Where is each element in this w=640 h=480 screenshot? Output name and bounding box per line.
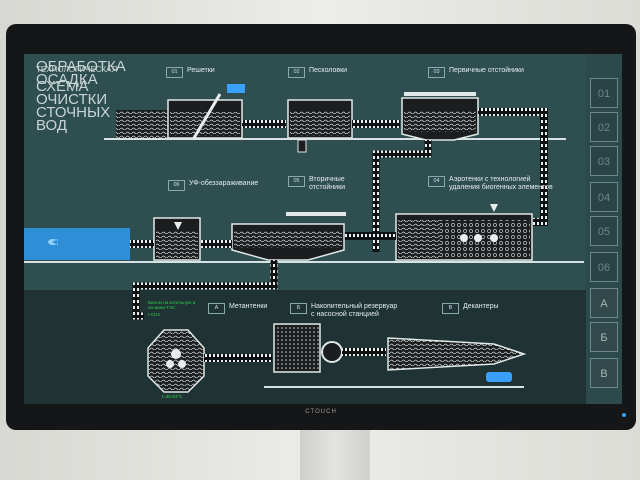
pipe-b-c (342, 348, 386, 356)
pipe-to-digester (132, 260, 278, 320)
pipe-04-05 (344, 232, 396, 240)
stage-05-number: 05 (288, 176, 305, 187)
pipe-05-06 (200, 240, 232, 248)
ground-line-2 (24, 261, 584, 263)
secondary-clarifier-water (234, 230, 342, 248)
biogas-note: Биогаз на котельную и на мини-ТЭС (148, 300, 196, 310)
stage-b-text: Накопительный резервуар с насосной станц… (311, 303, 398, 318)
stage-02-number: 02 (288, 67, 305, 78)
digester-mixer-icon (166, 349, 186, 368)
stage-02-text: Песколовки (309, 67, 348, 74)
primary-clarifier-water (404, 110, 476, 132)
screen-rake (192, 93, 222, 139)
nav-button-02[interactable]: 02 (590, 112, 618, 142)
pipe-02-03 (352, 120, 400, 128)
sludge-truck-icon (486, 372, 512, 382)
stage-01-label: 01 Решетки (166, 67, 215, 78)
primary-clarifier-bridge (404, 92, 476, 96)
grit-hopper (297, 139, 307, 153)
aerator-icon (490, 204, 498, 212)
decanter (387, 337, 527, 371)
stage-05-text: Вторичные отстойники (309, 176, 346, 191)
screenings-bin-icon (227, 84, 245, 93)
stage-06-text: УФ-обеззараживание (189, 180, 259, 187)
screens-inflow (116, 110, 168, 138)
stage-b-number: Б (290, 303, 307, 314)
aeration-anoxic-zone (398, 220, 440, 258)
stage-01-text: Решетки (187, 67, 215, 74)
screens-water (170, 112, 240, 136)
secondary-clarifier-bridge (286, 212, 346, 216)
temperature-note: t=36-53°С (162, 394, 183, 399)
stage-03-label: 03 Первичные отстойники (428, 67, 524, 78)
stage-01-number: 01 (166, 67, 183, 78)
fish-icon (48, 239, 58, 246)
nav-button-c[interactable]: В (590, 358, 618, 388)
ch4-note: • CH4 (148, 312, 160, 317)
page-title: СХЕМА ОЧИСТКИ СТОЧНЫХ ВОД (36, 78, 111, 134)
stage-04-number: 04 (428, 176, 445, 187)
stage-04-text: Аэротенки с технологией удаления биогенн… (449, 176, 553, 191)
pipe-a-b (204, 354, 272, 362)
uv-water (156, 230, 198, 258)
brand-logo: CTOUCH (305, 409, 337, 415)
power-led-icon (622, 413, 626, 417)
header-subtitle: ТЕХНОЛОГИЧЕСКАЯ (36, 65, 118, 74)
nav-button-04[interactable]: 04 (590, 182, 618, 212)
river-outlet (24, 228, 130, 260)
stage-c-label: В Декантеры (442, 303, 499, 314)
pipe-03-04 (478, 108, 548, 226)
stage-03-number: 03 (428, 67, 445, 78)
ground-line-3 (264, 386, 524, 388)
nav-button-05[interactable]: 05 (590, 216, 618, 246)
touch-screen: ТЕХНОЛОГИЧЕСКАЯ СХЕМА ОЧИСТКИ СТОЧНЫХ ВО… (24, 54, 622, 404)
pipe-01-02 (242, 120, 286, 128)
stage-06-label: 06 УФ-обеззараживание (168, 180, 258, 191)
stage-b-label: Б Накопительный резервуар с насосной ста… (290, 303, 400, 319)
nav-button-03[interactable]: 03 (590, 146, 618, 176)
stage-06-number: 06 (168, 180, 185, 191)
stage-c-text: Декантеры (463, 303, 499, 310)
stage-a-number: А (208, 303, 225, 314)
aeration-aerobic-zone (440, 220, 530, 258)
stage-05-label: 05 Вторичные отстойники (288, 176, 378, 192)
stage-04-label: 04 Аэротенки с технологией удаления биог… (428, 176, 558, 192)
nav-button-06[interactable]: 06 (590, 252, 618, 282)
stage-a-label: А Метантенки (208, 303, 267, 314)
pipe-to-river (130, 240, 154, 248)
nav-button-a[interactable]: А (590, 288, 618, 318)
sludge-section-title: ОБРАБОТКА ОСАДКА (36, 58, 126, 88)
storage-reservoir (273, 323, 321, 373)
stage-a-text: Метантенки (229, 303, 268, 310)
nav-button-b[interactable]: Б (590, 322, 618, 352)
grit-chamber-water (290, 110, 350, 136)
pump-icon (321, 341, 343, 363)
digester-tank (147, 329, 205, 393)
nav-button-01[interactable]: 01 (590, 78, 618, 108)
process-diagram (24, 84, 584, 393)
stage-02-label: 02 Песколовки (288, 67, 347, 78)
aeration-mixers-icon (460, 234, 498, 242)
ground-line-1 (104, 138, 566, 140)
uv-lamp-icon (174, 222, 182, 230)
stage-03-text: Первичные отстойники (449, 67, 524, 74)
monitor-stand (300, 428, 370, 480)
stage-c-number: В (442, 303, 459, 314)
pipe-sludge-return (372, 140, 432, 252)
